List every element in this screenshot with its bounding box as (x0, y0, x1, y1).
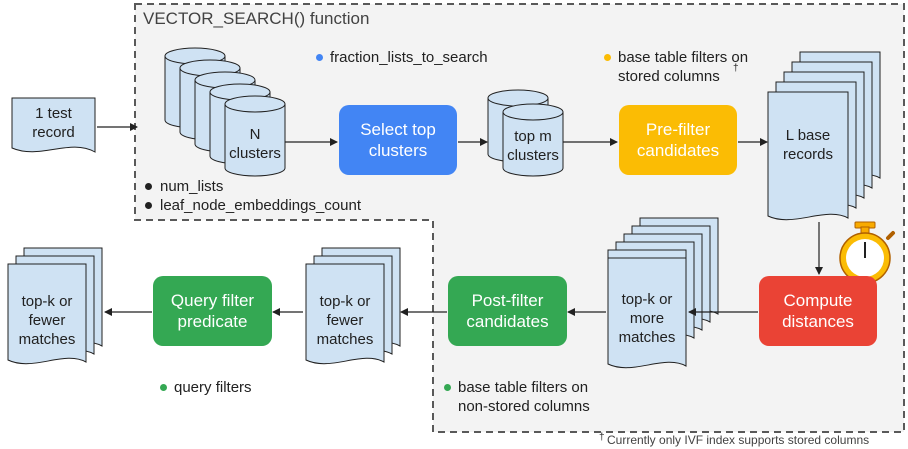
compute-distances-box: Compute distances (759, 276, 877, 346)
leaf-node-param: leaf_node_embeddings_count (160, 197, 361, 214)
prefilter-box: Pre-filter candidates (619, 105, 737, 175)
num-lists-param: num_lists (160, 178, 224, 195)
leaf-node-bullet (145, 202, 152, 209)
query-filter-box: Query filter predicate (153, 276, 272, 346)
stored-filter-param: base table filters on stored columns (618, 49, 749, 85)
l-base-label: L base records (782, 127, 834, 163)
top-m-cylinders (487, 89, 564, 177)
footnote-dagger: † (599, 432, 605, 443)
top-k-fewer-label-2: top-k or fewer matches (18, 292, 76, 348)
num-lists-bullet (145, 183, 152, 190)
top-k-more-docs (607, 217, 719, 369)
fraction-bullet (316, 54, 323, 61)
n-clusters-cylinders (164, 47, 286, 177)
region-title: VECTOR_SEARCH() function (143, 9, 370, 28)
query-filters-bullet (160, 384, 167, 391)
input-record-label: 1 test record (32, 105, 75, 141)
top-k-fewer-docs-1 (305, 247, 401, 365)
test-record-doc (11, 97, 96, 153)
query-filters-param: query filters (174, 379, 252, 396)
fraction-param: fraction_lists_to_search (330, 49, 488, 66)
flow-arrows (97, 123, 823, 316)
nonstored-filter-bullet (444, 384, 451, 391)
top-m-label: top m clusters (507, 128, 559, 164)
l-base-docs (767, 51, 881, 221)
stored-filter-dagger: † (733, 63, 739, 74)
stored-filter-bullet (604, 54, 611, 61)
select-top-clusters-box: Select top clusters (339, 105, 457, 175)
footnote-text: Currently only IVF index supports stored… (607, 433, 870, 447)
n-clusters-label: N clusters (229, 126, 281, 162)
top-k-more-label: top-k or more matches (618, 290, 676, 346)
top-k-fewer-label-1: top-k or fewer matches (316, 292, 374, 348)
nonstored-filter-param: base table filters on non-stored columns (458, 379, 590, 415)
postfilter-box: Post-filter candidates (448, 276, 567, 346)
top-k-fewer-docs-2 (7, 247, 103, 365)
